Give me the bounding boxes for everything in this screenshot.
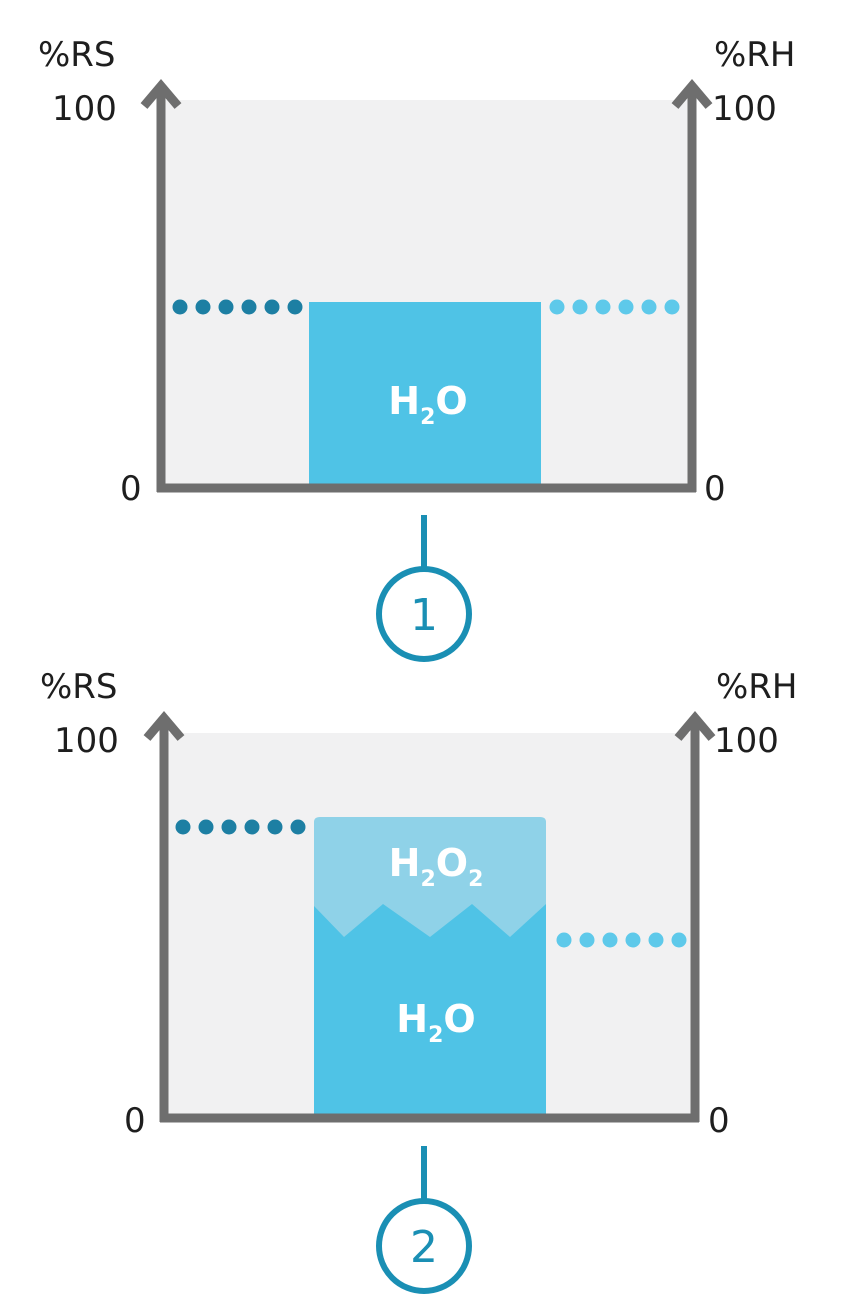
right-axis-title: %RH [714, 35, 796, 75]
h2o2-label: H2O2 [389, 841, 484, 892]
rh-level-dots [556, 932, 687, 948]
axes [140, 79, 713, 493]
left-axis-title: %RS [38, 35, 116, 75]
step-1-circle [376, 566, 472, 662]
step-2-circle [376, 1198, 472, 1294]
right-axis-min: 0 [704, 469, 726, 509]
axes [143, 711, 716, 1123]
right-axis-min: 0 [708, 1101, 730, 1141]
h2o-label: H2O [388, 379, 467, 430]
water-block [314, 904, 546, 1117]
rs-level-dots [175, 819, 306, 835]
left-axis-arrow-icon [140, 79, 182, 109]
left-axis-arrow-icon [143, 711, 185, 741]
right-axis-title: %RH [716, 667, 798, 707]
water-block [309, 302, 541, 488]
left-axis-max: 100 [52, 89, 117, 129]
right-axis-max: 100 [714, 721, 779, 761]
step-1-number: 1 [410, 590, 438, 641]
left-axis-title: %RS [40, 667, 118, 707]
left-axis-min: 0 [124, 1101, 146, 1141]
step-2-number: 2 [410, 1222, 438, 1273]
left-axis-max: 100 [54, 721, 119, 761]
right-axis-arrow-icon [671, 79, 713, 109]
h2o-label: H2O [396, 997, 475, 1048]
diagram-1: H2O %RS 100 0 %RH 100 0 1 [38, 35, 796, 662]
right-axis-arrow-icon [674, 711, 716, 741]
left-axis-min: 0 [120, 469, 142, 509]
rh-level-dots [549, 299, 680, 315]
diagram-2: H2O2 H2O %RS 100 0 %RH 100 0 [40, 667, 798, 1294]
right-axis-max: 100 [712, 89, 777, 129]
rs-level-dots [172, 299, 303, 315]
